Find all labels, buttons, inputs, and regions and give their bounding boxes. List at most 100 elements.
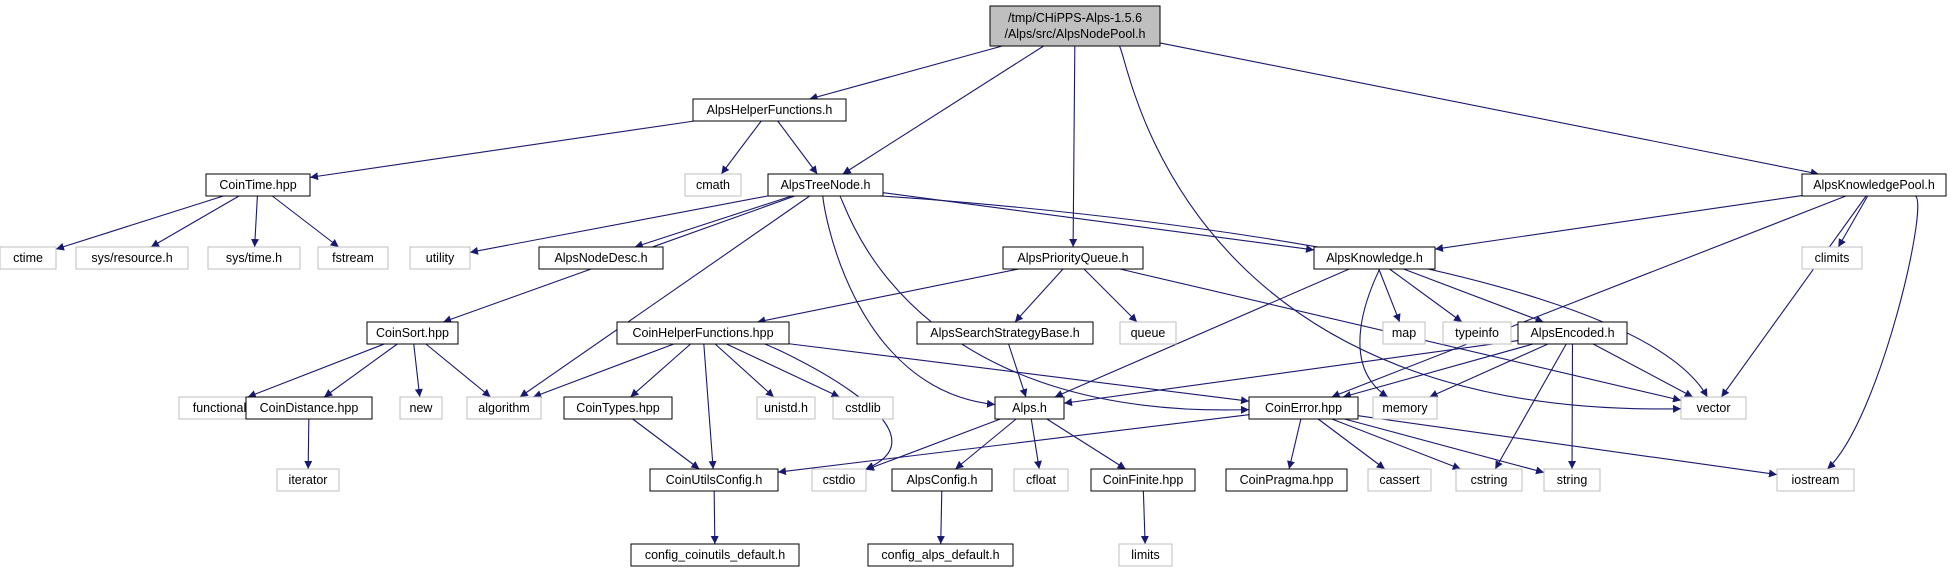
node-cointime[interactable]: CoinTime.hpp bbox=[205, 173, 311, 197]
node-coindist[interactable]: CoinDistance.hpp bbox=[245, 396, 373, 420]
node-nodedesc[interactable]: AlpsNodeDesc.h bbox=[538, 246, 664, 270]
node-label-memory: memory bbox=[1382, 401, 1428, 415]
edge-helperfn-to-treenode bbox=[777, 120, 818, 175]
edge-treenode-to-algorithm bbox=[519, 195, 810, 398]
edge-coinhelper-to-algorithm bbox=[532, 343, 675, 398]
node-root[interactable]: /tmp/CHiPPS-Alps-1.5.6/Alps/src/AlpsNode… bbox=[989, 5, 1161, 47]
edge-coinsort-to-coindist bbox=[323, 343, 398, 398]
edge-searchstrat-to-alps bbox=[1008, 343, 1028, 398]
edge-coinerror-to-string bbox=[1344, 418, 1545, 475]
edge-alpsconfig-to-cfgalps bbox=[936, 490, 945, 545]
node-box-limits bbox=[1118, 543, 1173, 567]
edge-cointime-to-ctime bbox=[55, 195, 224, 251]
node-box-cmath bbox=[684, 173, 742, 197]
edge-treenode-to-vector bbox=[879, 195, 1708, 398]
node-box-cointime bbox=[205, 173, 311, 197]
node-box-memory bbox=[1372, 396, 1438, 420]
node-coinpragma[interactable]: CoinPragma.hpp bbox=[1225, 468, 1348, 492]
node-box-sysres bbox=[75, 246, 189, 270]
node-label-vector: vector bbox=[1696, 401, 1730, 415]
edge-coinsort-to-functional bbox=[247, 343, 385, 398]
node-searchstrat[interactable]: AlpsSearchStrategyBase.h bbox=[916, 321, 1094, 345]
node-label-root: /tmp/CHiPPS-Alps-1.5.6 bbox=[1008, 11, 1142, 25]
edge-encoded-to-memory bbox=[1429, 343, 1549, 398]
node-label-coinfinite: CoinFinite.hpp bbox=[1103, 473, 1184, 487]
edge-knowledge-to-map bbox=[1378, 268, 1401, 323]
node-label-helperfn: AlpsHelperFunctions.h bbox=[707, 103, 833, 117]
node-cointypes[interactable]: CoinTypes.hpp bbox=[563, 396, 673, 420]
node-box-unistd bbox=[756, 396, 816, 420]
node-box-vector bbox=[1680, 396, 1747, 420]
node-string: string bbox=[1543, 468, 1601, 492]
node-cstring: cstring bbox=[1455, 468, 1523, 492]
node-coinsort[interactable]: CoinSort.hpp bbox=[366, 321, 459, 345]
node-box-cfgalps bbox=[867, 543, 1014, 567]
node-encoded[interactable]: AlpsEncoded.h bbox=[1517, 321, 1628, 345]
node-alpsconfig[interactable]: AlpsConfig.h bbox=[891, 468, 993, 492]
node-cfgcoin[interactable]: config_coinutils_default.h bbox=[630, 543, 800, 567]
node-label-limits: limits bbox=[1131, 548, 1159, 562]
node-cassert: cassert bbox=[1367, 468, 1432, 492]
edge-prioq-to-searchstrat bbox=[1014, 268, 1064, 323]
node-box-utility bbox=[409, 246, 471, 270]
node-label-cstdlib: cstdlib bbox=[845, 401, 880, 415]
edge-treenode-to-alps bbox=[822, 195, 996, 408]
edge-cointime-to-fstream bbox=[271, 195, 340, 248]
node-label-new: new bbox=[410, 401, 434, 415]
node-label-knowpool: AlpsKnowledgePool.h bbox=[1813, 178, 1935, 192]
edge-treenode-to-nodedesc bbox=[634, 195, 792, 249]
node-cfgalps[interactable]: config_alps_default.h bbox=[867, 543, 1014, 567]
node-knowledge[interactable]: AlpsKnowledge.h bbox=[1313, 246, 1436, 270]
node-label-iostream: iostream bbox=[1792, 473, 1840, 487]
node-iterator: iterator bbox=[276, 468, 340, 492]
edge-coinhelper-to-unistd bbox=[714, 343, 775, 398]
node-box-new bbox=[399, 396, 443, 420]
node-box-climits bbox=[1801, 246, 1863, 270]
node-helperfn[interactable]: AlpsHelperFunctions.h bbox=[692, 98, 847, 122]
node-cstdio: cstdio bbox=[811, 468, 867, 492]
node-box-fstream bbox=[317, 246, 389, 270]
node-memory: memory bbox=[1372, 396, 1438, 420]
node-prioq[interactable]: AlpsPriorityQueue.h bbox=[1002, 246, 1144, 270]
edge-encoded-to-coinerror bbox=[1342, 343, 1534, 399]
node-vector: vector bbox=[1680, 396, 1747, 420]
node-label-encoded: AlpsEncoded.h bbox=[1530, 326, 1614, 340]
node-knowpool[interactable]: AlpsKnowledgePool.h bbox=[1801, 173, 1947, 197]
node-box-cfloat bbox=[1013, 468, 1069, 492]
node-alps[interactable]: Alps.h bbox=[994, 396, 1065, 420]
node-coinutilscfg[interactable]: CoinUtilsConfig.h bbox=[649, 468, 779, 492]
edge-coindist-to-iterator bbox=[304, 418, 313, 470]
node-label-cfgalps: config_alps_default.h bbox=[881, 548, 999, 562]
edge-coinfinite-to-limits bbox=[1140, 490, 1149, 545]
nodes-layer: /tmp/CHiPPS-Alps-1.5.6/Alps/src/AlpsNode… bbox=[0, 5, 1947, 567]
node-cfloat: cfloat bbox=[1013, 468, 1069, 492]
node-box-treenode bbox=[767, 173, 884, 197]
node-label-iterator: iterator bbox=[289, 473, 328, 487]
node-new: new bbox=[399, 396, 443, 420]
node-limits: limits bbox=[1118, 543, 1173, 567]
node-label-cstdio: cstdio bbox=[823, 473, 856, 487]
edge-alps-to-alpsconfig bbox=[955, 418, 1017, 470]
node-fstream: fstream bbox=[317, 246, 389, 270]
node-label-climits: climits bbox=[1815, 251, 1850, 265]
node-coinerror[interactable]: CoinError.hpp bbox=[1248, 396, 1359, 420]
edge-prioq-to-coinhelper bbox=[757, 268, 1019, 325]
node-label-coinpragma: CoinPragma.hpp bbox=[1240, 473, 1334, 487]
node-box-ctime bbox=[0, 246, 57, 270]
node-coinfinite[interactable]: CoinFinite.hpp bbox=[1090, 468, 1196, 492]
node-coinhelper[interactable]: CoinHelperFunctions.hpp bbox=[616, 321, 790, 345]
edge-helperfn-to-cointime bbox=[309, 120, 695, 181]
node-box-cstring bbox=[1455, 468, 1523, 492]
node-label-nodedesc: AlpsNodeDesc.h bbox=[554, 251, 647, 265]
node-treenode[interactable]: AlpsTreeNode.h bbox=[767, 173, 884, 197]
node-box-map bbox=[1382, 321, 1426, 345]
node-box-iostream bbox=[1776, 468, 1855, 492]
node-label-typeinfo: typeinfo bbox=[1455, 326, 1499, 340]
node-label-cassert: cassert bbox=[1379, 473, 1420, 487]
edge-encoded-to-cstring bbox=[1494, 343, 1567, 470]
node-label-fstream: fstream bbox=[332, 251, 374, 265]
edge-alps-to-coinfinite bbox=[1046, 418, 1126, 470]
node-label-sysres: sys/resource.h bbox=[91, 251, 172, 265]
node-label-coinhelper: CoinHelperFunctions.hpp bbox=[632, 326, 773, 340]
node-box-systime bbox=[207, 246, 301, 270]
